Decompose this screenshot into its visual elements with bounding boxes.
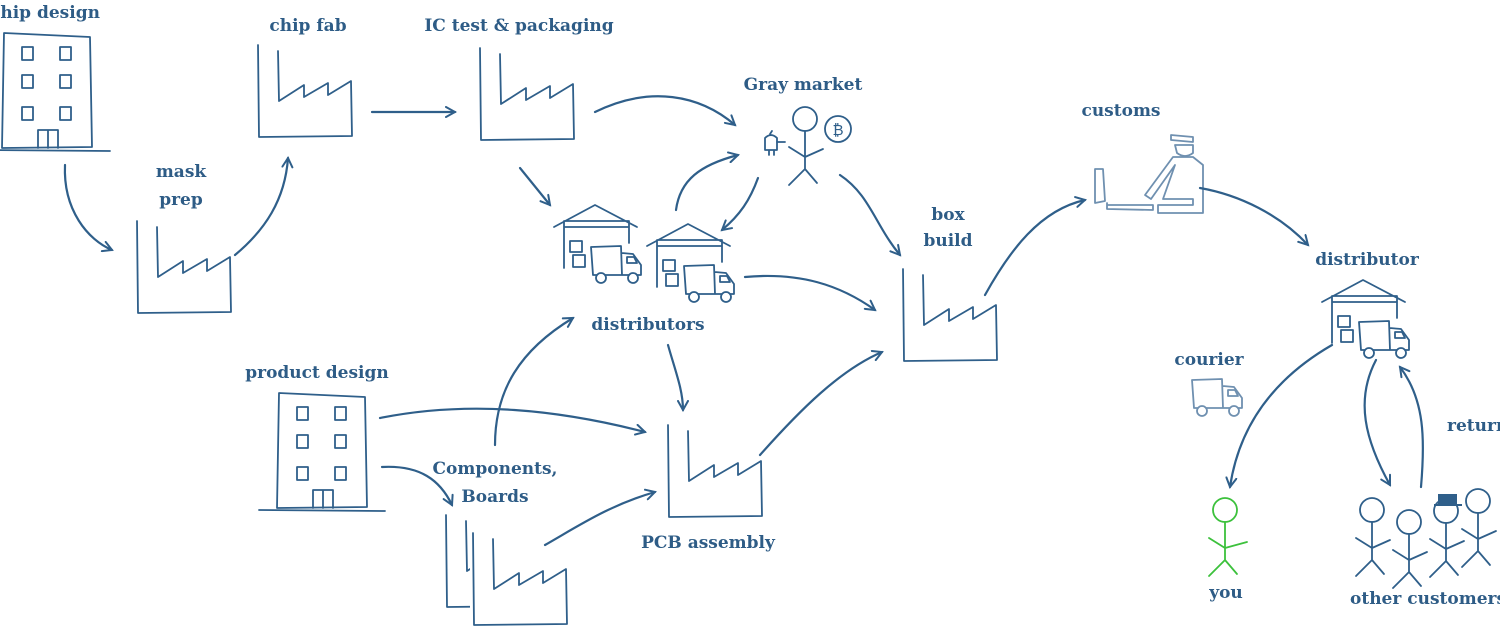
factory-icon (902, 268, 998, 362)
svg-text:₿: ₿ (832, 121, 843, 139)
label-chip-design: chip design (0, 3, 100, 23)
office-building-icon (258, 392, 386, 512)
gray-market-seller: ₿ (764, 106, 852, 186)
bell-icon (764, 130, 786, 156)
factory-icon (257, 44, 353, 138)
bitcoin-icon: ₿ (824, 115, 852, 143)
label-mask: mask (156, 162, 208, 182)
label-returns: returns (1447, 416, 1500, 436)
hat-icon (1434, 494, 1462, 506)
warehouse-icon (1322, 280, 1409, 358)
flow-arrows (63, 95, 1425, 547)
label-components: Components, (433, 459, 558, 479)
warehouse-icon (554, 205, 641, 283)
label-customs: customs (1081, 101, 1160, 121)
customs-officer-icon (1094, 134, 1204, 214)
label-ic-test: IC test & packaging (424, 16, 613, 36)
label-prep: prep (159, 190, 203, 210)
label-box: box (931, 205, 965, 225)
label-gray-market: Gray market (744, 75, 863, 95)
label-other-customers: other customers (1350, 589, 1500, 609)
office-building-icon (0, 32, 111, 152)
label-distributors: distributors (591, 315, 704, 335)
factory-icon (667, 424, 763, 518)
factory-icon (136, 220, 232, 314)
label-pcb-assembly: PCB assembly (641, 533, 776, 553)
factory-icon (470, 532, 570, 628)
label-product-design: product design (245, 363, 389, 383)
factory-icon (479, 47, 575, 141)
label-chip-fab: chip fab (269, 16, 346, 36)
label-you: you (1208, 583, 1243, 603)
label-courier: courier (1174, 350, 1244, 370)
truck-icon (1191, 378, 1243, 417)
stick-figure-icon (1208, 497, 1248, 577)
label-build: build (923, 231, 972, 251)
warehouse-icon (647, 224, 734, 302)
label-distributor: distributor (1315, 250, 1420, 270)
other-customers-group (1355, 488, 1497, 589)
label-boards: Boards (461, 487, 528, 507)
